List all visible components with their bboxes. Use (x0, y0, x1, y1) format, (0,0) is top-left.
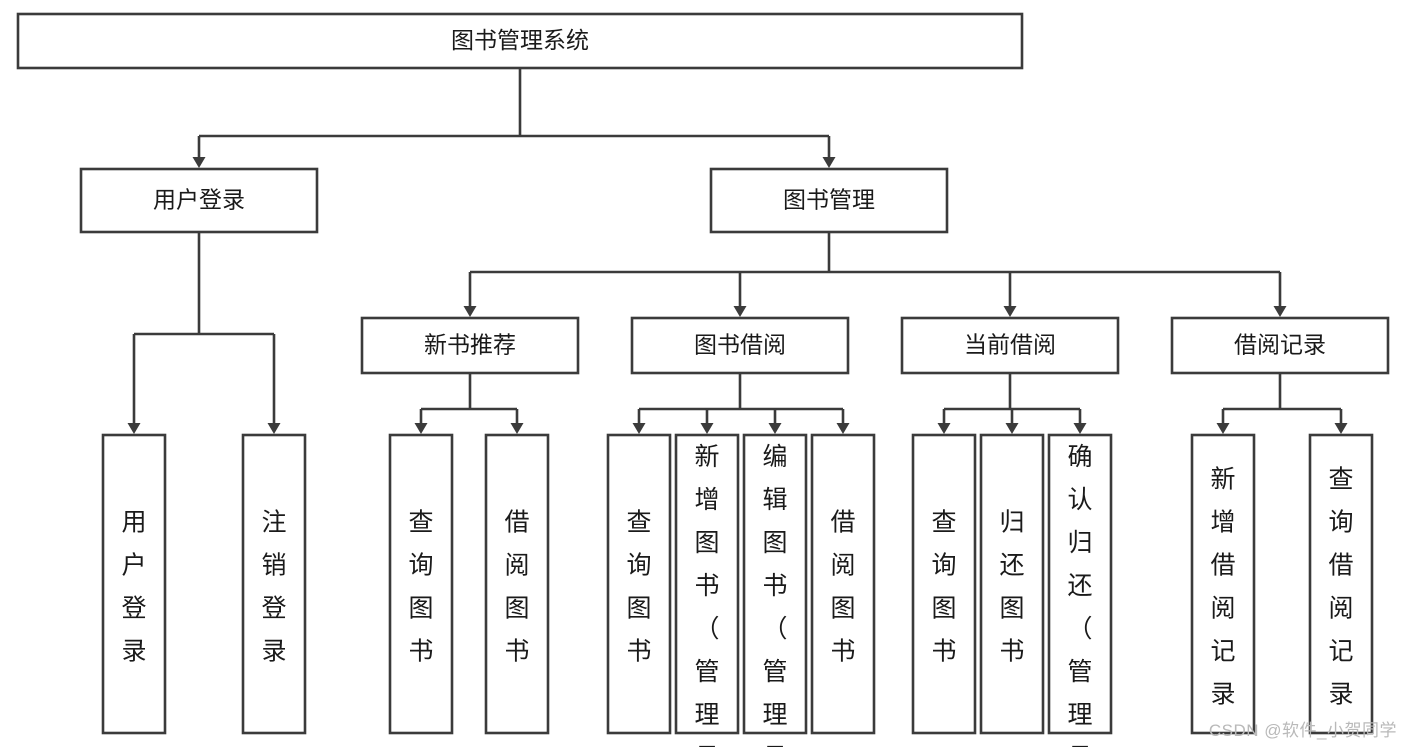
node-new-book-recommend[interactable]: 新书推荐 (360, 316, 580, 375)
node-borrow-record[interactable]: 借阅记录 (1170, 316, 1390, 375)
leaf-label: 新增借阅记录 (1210, 465, 1235, 708)
node-label: 图书管理 (783, 187, 875, 213)
node-leaf-user-login[interactable]: 用户登录 (101, 433, 167, 735)
node-label: 借阅记录 (1234, 332, 1326, 358)
node-leaf-query-book-2[interactable]: 查询图书 (606, 433, 672, 735)
node-leaf-borrow-book-1[interactable]: 借阅图书 (484, 433, 550, 735)
leaf-rect (674, 433, 740, 735)
node-label: 图书管理系统 (451, 27, 589, 53)
node-book-borrow[interactable]: 图书借阅 (630, 316, 850, 375)
connector-layer (127, 68, 1348, 434)
leaf-rect (742, 433, 808, 735)
node-rect (79, 167, 319, 234)
node-rect (900, 316, 1120, 375)
leaf-label: 归还图书 (999, 508, 1024, 665)
node-label: 用户登录 (153, 187, 245, 213)
leaf-rect (101, 433, 167, 735)
leaf-rect (484, 433, 550, 735)
node-leaf-query-record[interactable]: 查询借阅记录 (1308, 433, 1374, 735)
node-leaf-edit-book[interactable]: 编辑图书（管理员） (742, 433, 808, 747)
node-leaf-borrow-book-2[interactable]: 借阅图书 (810, 433, 876, 735)
leaf-rect (241, 433, 307, 735)
node-rect (709, 167, 949, 234)
node-leaf-add-book[interactable]: 新增图书（管理员） (674, 433, 740, 747)
leaf-label: 查询图书 (931, 508, 956, 665)
node-rect (630, 316, 850, 375)
leaf-label: 确认归还（管理员） (1067, 443, 1092, 747)
leaf-rect (388, 433, 454, 735)
node-rect (360, 316, 580, 375)
node-leaf-add-record[interactable]: 新增借阅记录 (1190, 433, 1256, 735)
node-leaf-return-book[interactable]: 归还图书 (979, 433, 1045, 735)
leaf-label: 查询借阅记录 (1328, 465, 1353, 708)
node-label: 新书推荐 (424, 332, 516, 358)
leaf-label: 编辑图书（管理员） (762, 443, 787, 747)
leaf-label: 借阅图书 (830, 508, 855, 665)
leaf-rect (1190, 433, 1256, 735)
node-rect (1170, 316, 1390, 375)
leaf-label: 用户登录 (121, 508, 146, 665)
leaf-rect (979, 433, 1045, 735)
leaf-label: 新增图书（管理员） (694, 443, 719, 747)
node-label: 当前借阅 (964, 332, 1056, 358)
leaf-rect (1308, 433, 1374, 735)
leaf-label: 查询图书 (408, 508, 433, 665)
node-layer: 图书管理系统用户登录图书管理新书推荐图书借阅当前借阅借阅记录用户登录注销登录查询… (16, 12, 1390, 747)
node-label: 图书借阅 (694, 332, 786, 358)
node-user-login[interactable]: 用户登录 (79, 167, 319, 234)
leaf-rect (1047, 433, 1113, 735)
leaf-label: 借阅图书 (504, 508, 529, 665)
leaf-rect (606, 433, 672, 735)
node-book-management[interactable]: 图书管理 (709, 167, 949, 234)
node-root[interactable]: 图书管理系统 (16, 12, 1024, 70)
leaf-label: 注销登录 (261, 508, 286, 665)
leaf-rect (911, 433, 977, 735)
node-leaf-query-book-3[interactable]: 查询图书 (911, 433, 977, 735)
node-leaf-confirm-return[interactable]: 确认归还（管理员） (1047, 433, 1113, 747)
node-leaf-user-logout[interactable]: 注销登录 (241, 433, 307, 735)
leaf-rect (810, 433, 876, 735)
node-rect (16, 12, 1024, 70)
node-current-borrow[interactable]: 当前借阅 (900, 316, 1120, 375)
leaf-label: 查询图书 (626, 508, 651, 665)
node-leaf-query-book-1[interactable]: 查询图书 (388, 433, 454, 735)
